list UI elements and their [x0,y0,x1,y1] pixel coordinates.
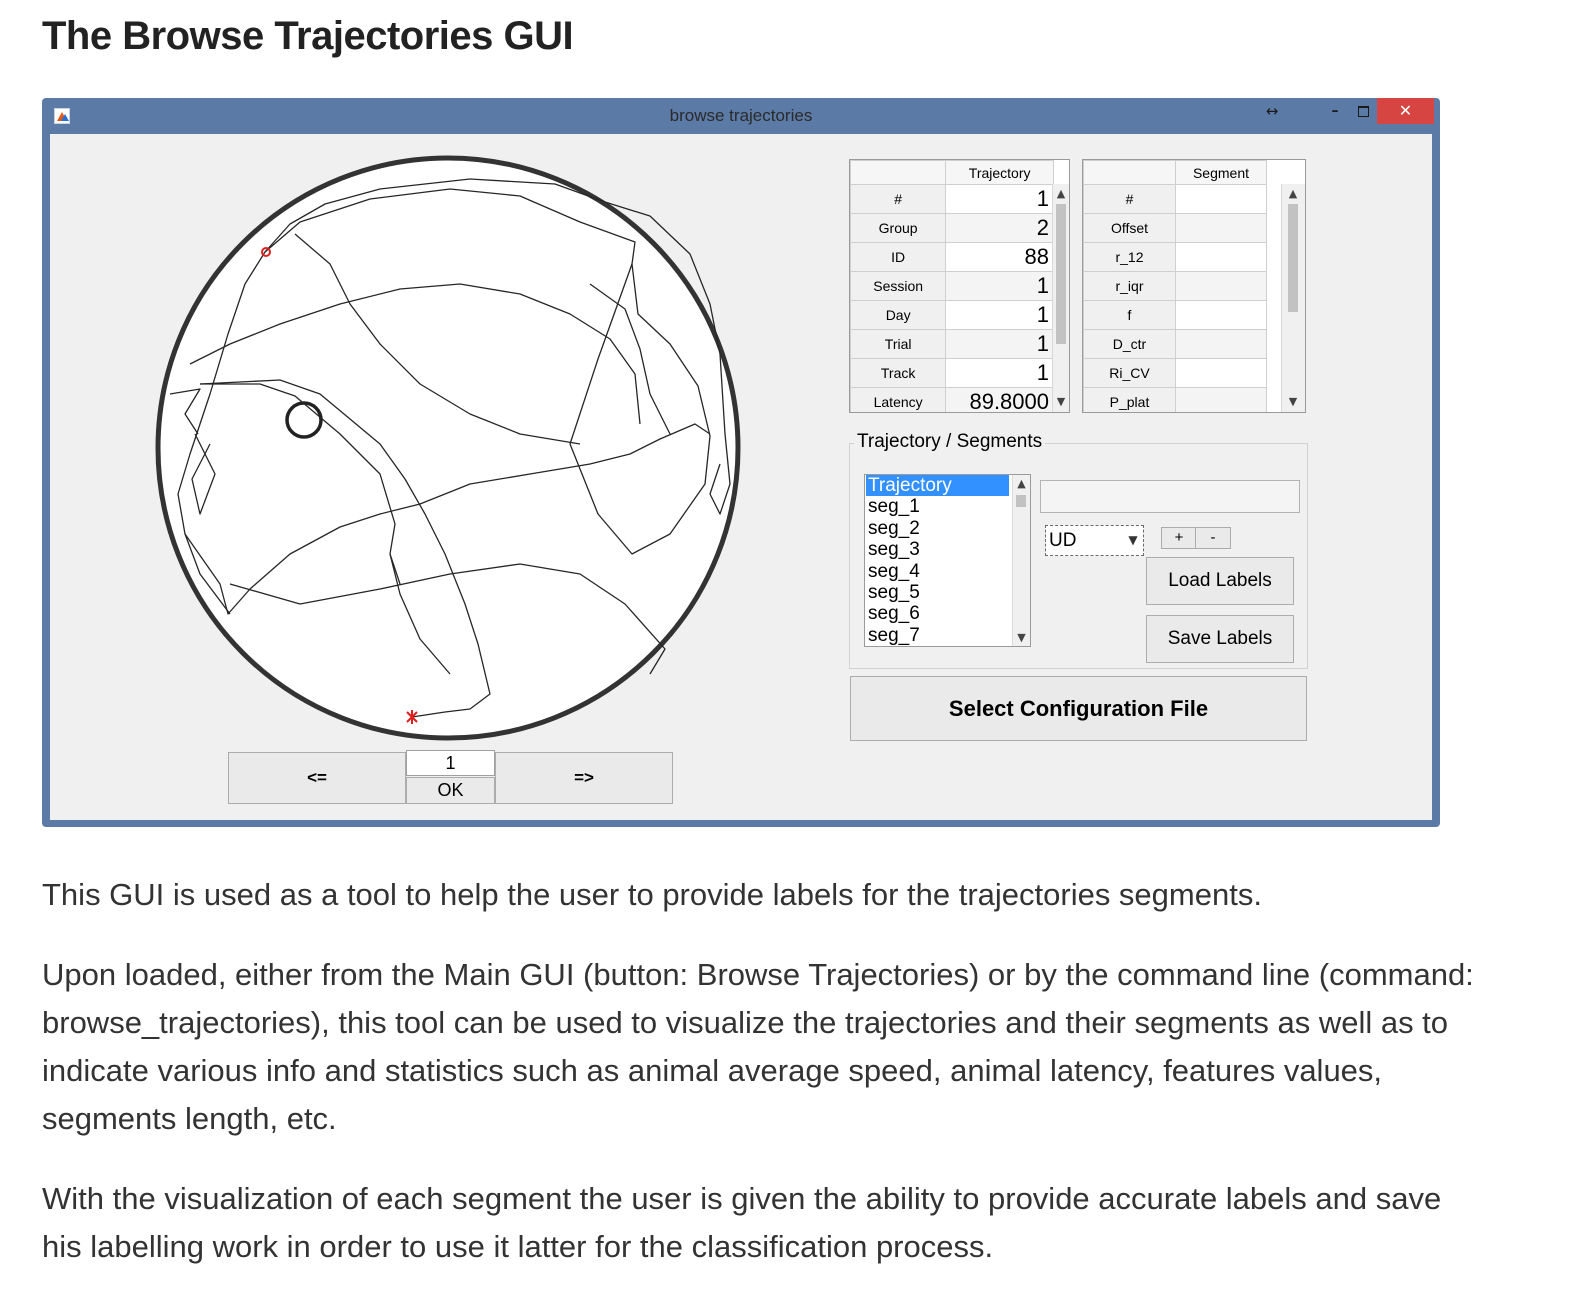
label-popup-menu[interactable]: UD ▼ [1045,525,1144,556]
row-label: D_ctr [1083,329,1176,359]
row-label: # [850,184,947,214]
row-label: r_12 [1083,242,1176,272]
scroll-down-icon[interactable]: ▼ [1056,395,1066,408]
window-title: browse trajectories [669,106,813,125]
table-cell[interactable] [1175,213,1267,243]
double-arrow-icon[interactable]: ↔ [1265,102,1279,120]
scroll-down-icon[interactable]: ▼ [1017,631,1026,644]
scrollbar-thumb[interactable] [1288,204,1298,312]
row-label: Ri_CV [1083,358,1176,388]
table-cell[interactable] [1175,300,1267,330]
segments-listbox[interactable]: Trajectory seg_1 seg_2 seg_3 seg_4 seg_5… [864,474,1031,647]
table-cell[interactable]: 1 [945,300,1054,330]
load-labels-button[interactable]: Load Labels [1146,557,1294,605]
table-cell[interactable] [1175,184,1267,214]
segment-info-table[interactable]: Segment # Offset r_12 r_iqr f D_ctr Ri_C… [1082,159,1306,413]
chevron-down-icon: ▼ [1128,533,1138,547]
table-cell[interactable]: 88 [945,242,1054,272]
list-item[interactable]: seg_1 [868,496,920,518]
browse-trajectories-window: browse trajectories ↔ – ✕ [42,98,1440,827]
table-cell[interactable] [1175,387,1267,412]
list-item[interactable]: seg_4 [868,560,920,582]
ok-button[interactable]: OK [406,777,495,804]
row-label: Day [850,300,947,330]
arena-circle [155,155,741,741]
list-item[interactable]: seg_5 [868,581,920,603]
table-cell[interactable]: 1 [945,271,1054,301]
trajectory-column-header: Trajectory [945,160,1054,185]
matlab-logo-icon [54,108,70,124]
previous-trajectory-button[interactable]: <= [228,752,406,804]
description-paragraph: This GUI is used as a tool to help the u… [42,877,1262,912]
segment-table-scrollbar[interactable]: ▲ ▼ [1281,184,1305,412]
maximize-icon[interactable] [1348,98,1378,124]
label-edit-field[interactable] [1040,480,1300,513]
trajectory-path [169,178,731,718]
remove-label-button[interactable]: - [1195,527,1231,549]
list-item[interactable]: seg_2 [868,517,920,539]
row-label: r_iqr [1083,271,1176,301]
table-cell[interactable] [1175,242,1267,272]
window-titlebar[interactable]: browse trajectories ↔ – ✕ [42,98,1440,134]
scroll-up-icon[interactable]: ▲ [1056,187,1066,200]
start-marker [261,247,271,257]
select-configuration-file-button[interactable]: Select Configuration File [850,676,1307,741]
description-paragraph: With the visualization of each segment t… [42,1181,1442,1264]
row-label: Trial [850,329,947,359]
table-cell[interactable]: 1 [945,358,1054,388]
description-paragraph: Upon loaded, either from the Main GUI (b… [42,957,1474,1136]
row-label: ID [850,242,947,272]
table-cell[interactable] [1175,358,1267,388]
scroll-down-icon[interactable]: ▼ [1288,395,1298,408]
row-label: Track [850,358,947,388]
scrollbar-thumb[interactable] [1016,495,1026,507]
table-corner [1083,160,1176,185]
row-label: Latency [850,387,947,412]
trajectory-index-input[interactable]: 1 [406,750,495,776]
segment-column-header: Segment [1175,160,1267,185]
scrollbar-thumb[interactable] [1056,204,1066,344]
save-labels-button[interactable]: Save Labels [1146,615,1294,663]
platform-circle [285,401,323,439]
row-label: # [1083,184,1176,214]
table-cell[interactable]: 2 [945,213,1054,243]
row-label: P_plat [1083,387,1176,412]
table-cell[interactable]: 1 [945,329,1054,359]
table-cell[interactable] [1175,271,1267,301]
row-label: Offset [1083,213,1176,243]
row-label: f [1083,300,1176,330]
scroll-up-icon[interactable]: ▲ [1288,187,1298,200]
table-cell[interactable]: 89.8000 [945,387,1054,412]
trajectory-table-scrollbar[interactable]: ▲ ▼ [1052,184,1069,412]
trajectory-segments-panel [849,443,1308,669]
popup-selected-value: UD [1049,530,1077,551]
add-label-button[interactable]: + [1161,527,1197,549]
table-cell[interactable] [1175,329,1267,359]
list-item[interactable]: Trajectory [866,475,1009,497]
row-label: Session [850,271,947,301]
list-item[interactable]: seg_7 [868,624,920,646]
minimize-icon[interactable]: – [1331,103,1339,119]
list-item[interactable]: seg_3 [868,539,920,561]
page-title: The Browse Trajectories GUI [42,14,574,58]
panel-title: Trajectory / Segments [854,431,1046,453]
listbox-scrollbar[interactable]: ▲ ▼ [1012,475,1030,646]
end-marker [406,710,418,724]
table-cell[interactable]: 1 [945,184,1054,214]
table-corner [850,160,947,185]
list-item[interactable]: seg_6 [868,603,920,625]
scroll-up-icon[interactable]: ▲ [1017,477,1026,490]
trajectory-plot [155,155,741,741]
next-trajectory-button[interactable]: => [495,752,673,804]
row-label: Group [850,213,947,243]
close-icon[interactable]: ✕ [1377,98,1434,124]
